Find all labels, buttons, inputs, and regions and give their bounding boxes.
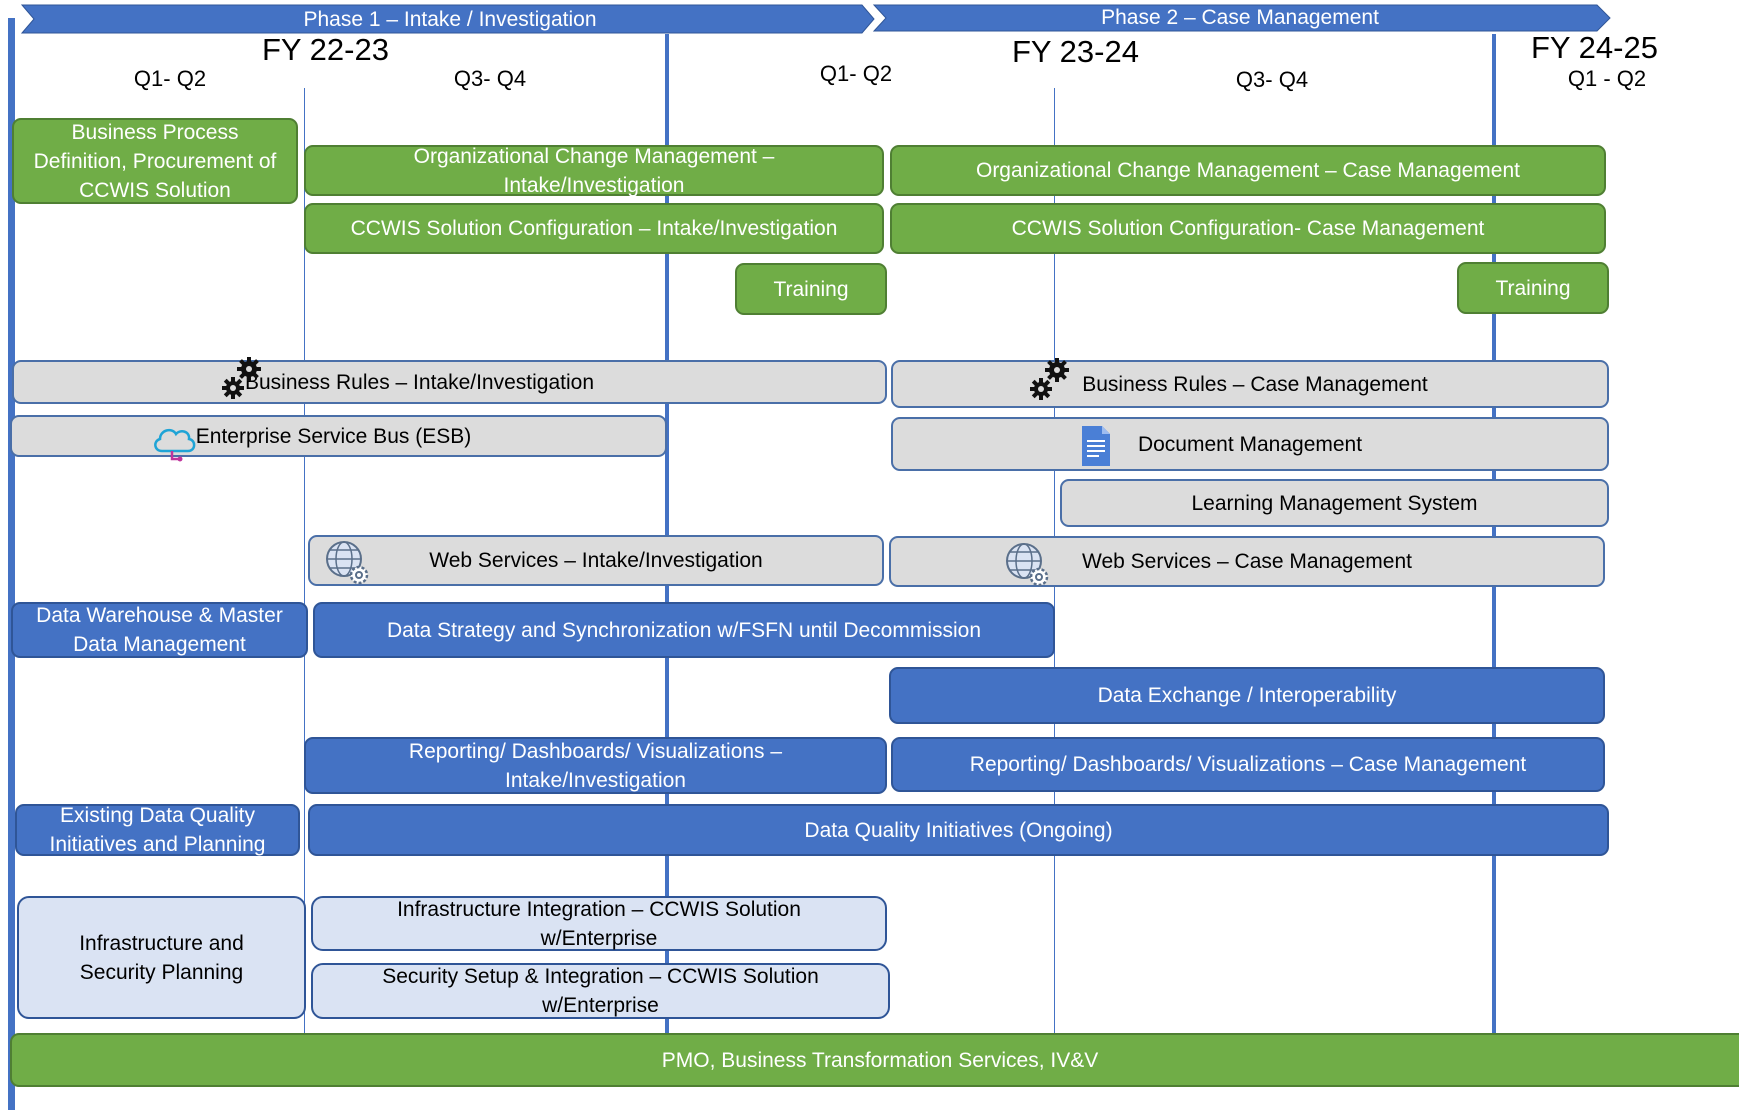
quarter-label: Q3- Q4 <box>1235 67 1309 92</box>
bar-label: Business Rules – Intake/Investigation <box>244 370 595 394</box>
bar-data-exchange: Data Exchange / Interoperability <box>889 667 1605 724</box>
globe-gear-icon <box>326 541 369 585</box>
bar-label: Web Services – Intake/Investigation <box>429 549 763 572</box>
bar-security-setup: Security Setup & Integration – CCWIS Sol… <box>311 963 890 1019</box>
bar-label: Web Services – Case Management <box>1082 550 1412 573</box>
divider-line <box>665 34 669 1033</box>
bar-training-2: Training <box>1457 262 1609 314</box>
bar-business-rules-intake: Business Rules – Intake/Investigation <box>12 357 887 404</box>
fy-label: FY 22-23 <box>262 32 389 67</box>
bar-web-services-case: Web Services – Case Management <box>889 536 1605 587</box>
divider-line <box>1492 34 1496 1033</box>
bar-data-quality-ongoing: Data Quality Initiatives (Ongoing) <box>308 804 1609 856</box>
bar-infrastructure-integration: Infrastructure Integration – CCWIS Solut… <box>311 896 887 951</box>
phase-2-label: Phase 2 – Case Management <box>1101 6 1379 29</box>
globe-gear-icon <box>1006 543 1049 587</box>
bar-existing-data-quality: Existing Data Quality Initiatives and Pl… <box>15 804 300 856</box>
left-axis-line <box>8 18 15 1110</box>
quarter-label: Q3- Q4 <box>453 66 527 91</box>
bar-web-services-intake: Web Services – Intake/Investigation <box>308 535 884 586</box>
phase-1-label: Phase 1 – Intake / Investigation <box>303 8 597 31</box>
divider-line <box>304 88 305 1033</box>
fy-label: FY 24-25 <box>1531 30 1658 65</box>
bar-data-strategy: Data Strategy and Synchronization w/FSFN… <box>313 602 1055 658</box>
bar-label: Enterprise Service Bus (ESB) <box>195 424 472 448</box>
bar-reporting-case: Reporting/ Dashboards/ Visualizations – … <box>891 737 1605 792</box>
bar-pmo: PMO, Business Transformation Services, I… <box>10 1033 1739 1087</box>
document-icon <box>1082 426 1110 466</box>
gears-icon <box>1030 358 1069 400</box>
bar-infrastructure-security-planning: Infrastructure and Security Planning <box>17 896 306 1019</box>
bar-ocm-case: Organizational Change Management – Case … <box>890 145 1606 196</box>
fy-label: FY 23-24 <box>1012 34 1139 69</box>
quarter-label: Q1- Q2 <box>133 66 207 91</box>
gears-icon <box>222 357 261 399</box>
quarter-label: Q1- Q2 <box>819 61 893 86</box>
quarter-label: Q1 - Q2 <box>1567 66 1647 91</box>
bar-business-process-definition: Business Process Definition, Procurement… <box>12 118 298 204</box>
bar-document-management: Document Management <box>891 417 1609 471</box>
phase-1-arrow <box>20 4 875 34</box>
bar-label: Business Rules – Case Management <box>1082 372 1428 396</box>
bar-reporting-intake: Reporting/ Dashboards/ Visualizations – … <box>304 737 887 794</box>
bar-business-rules-case: Business Rules – Case Management <box>891 358 1609 408</box>
bar-data-warehouse: Data Warehouse & Master Data Management <box>11 602 308 658</box>
bar-training-1: Training <box>735 263 887 315</box>
bar-label: Document Management <box>1137 432 1363 456</box>
bar-esb: Enterprise Service Bus (ESB) <box>10 415 667 462</box>
phase-arrows <box>20 4 1611 34</box>
bar-config-case: CCWIS Solution Configuration- Case Manag… <box>890 203 1606 254</box>
bar-learning-management-system: Learning Management System <box>1060 479 1609 527</box>
bar-config-intake: CCWIS Solution Configuration – Intake/In… <box>304 203 884 254</box>
cloud-icon <box>154 428 196 462</box>
bar-ocm-intake: Organizational Change Management – Intak… <box>304 145 884 197</box>
phase-2-arrow <box>872 4 1611 32</box>
